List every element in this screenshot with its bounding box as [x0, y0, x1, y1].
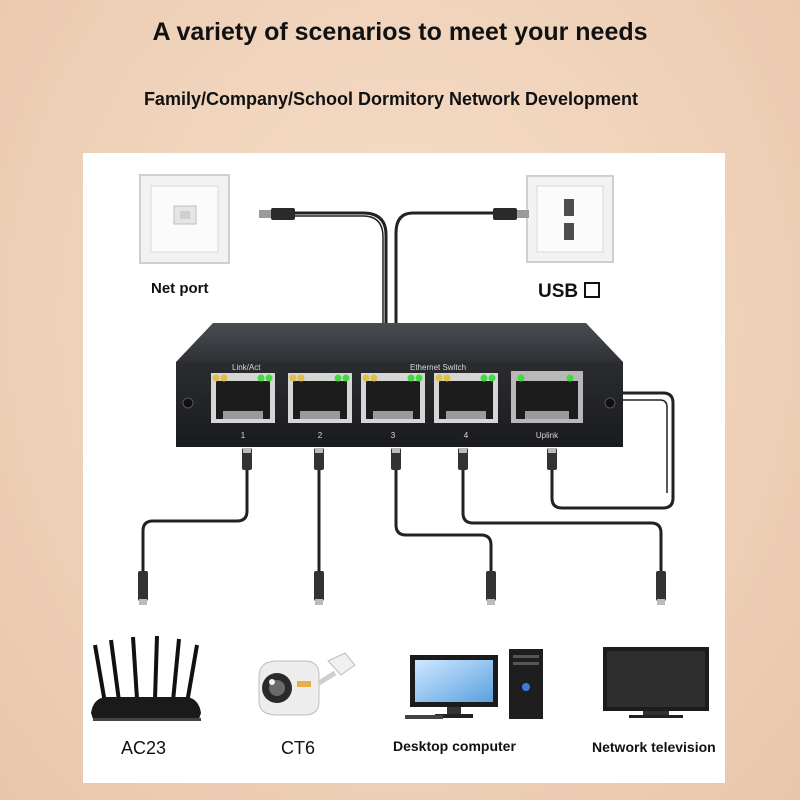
usb-square-icon: [584, 282, 601, 298]
port-label-3: 3: [391, 431, 396, 440]
rj45-plug-icon: [656, 571, 666, 605]
desktop-computer-icon: [405, 649, 543, 719]
wall-usb-socket-icon: [526, 175, 614, 263]
switch-port-4: [434, 373, 498, 423]
rj45-plug-icon: [391, 448, 401, 470]
port-label-1: 1: [241, 431, 246, 440]
usb-plug-icon: [493, 208, 529, 220]
switch-port-2: [288, 373, 352, 423]
rj45-plug-icon: [458, 448, 468, 470]
rj45-plug-icon: [486, 571, 496, 605]
desktop-label: Desktop computer: [393, 738, 516, 754]
usb-label-text: USB: [538, 281, 579, 302]
diagram-panel: Link/Act Ethernet Switch: [83, 153, 725, 783]
ethernet-switch: Link/Act Ethernet Switch: [176, 323, 623, 447]
router-label: AC23: [121, 738, 167, 758]
uplink-label: Uplink: [536, 431, 559, 440]
rj45-plug-icon: [314, 571, 324, 605]
usb-label: USB: [538, 281, 601, 303]
tv-label: Network television: [592, 739, 716, 755]
rj45-plug-icon: [138, 571, 148, 605]
headline: A variety of scenarios to meet your need…: [152, 18, 648, 46]
wall-ethernet-socket-icon: [139, 174, 230, 264]
security-camera-icon: [258, 652, 356, 716]
rj45-plug-icon: [242, 448, 252, 470]
television-icon: [603, 647, 709, 718]
rj45-plug-icon: [547, 448, 557, 470]
switch-port-uplink: [511, 371, 583, 423]
subheadline: Family/Company/School Dormitory Network …: [143, 89, 639, 109]
top-cables: [295, 211, 493, 323]
switch-port-1: [211, 373, 275, 423]
switch-name-label: Ethernet Switch: [410, 363, 466, 372]
net-port-label: Net port: [151, 280, 209, 297]
switch-port-3: [361, 373, 425, 423]
network-diagram: Link/Act Ethernet Switch: [91, 174, 709, 721]
usb-plug-icon: [259, 208, 295, 220]
lan-cables: [141, 391, 675, 573]
link-act-label: Link/Act: [232, 363, 261, 372]
port-label-2: 2: [318, 431, 323, 440]
router-icon: [91, 635, 201, 721]
camera-label: CT6: [281, 738, 316, 758]
rj45-plug-icon: [314, 448, 324, 470]
port-label-4: 4: [464, 431, 469, 440]
